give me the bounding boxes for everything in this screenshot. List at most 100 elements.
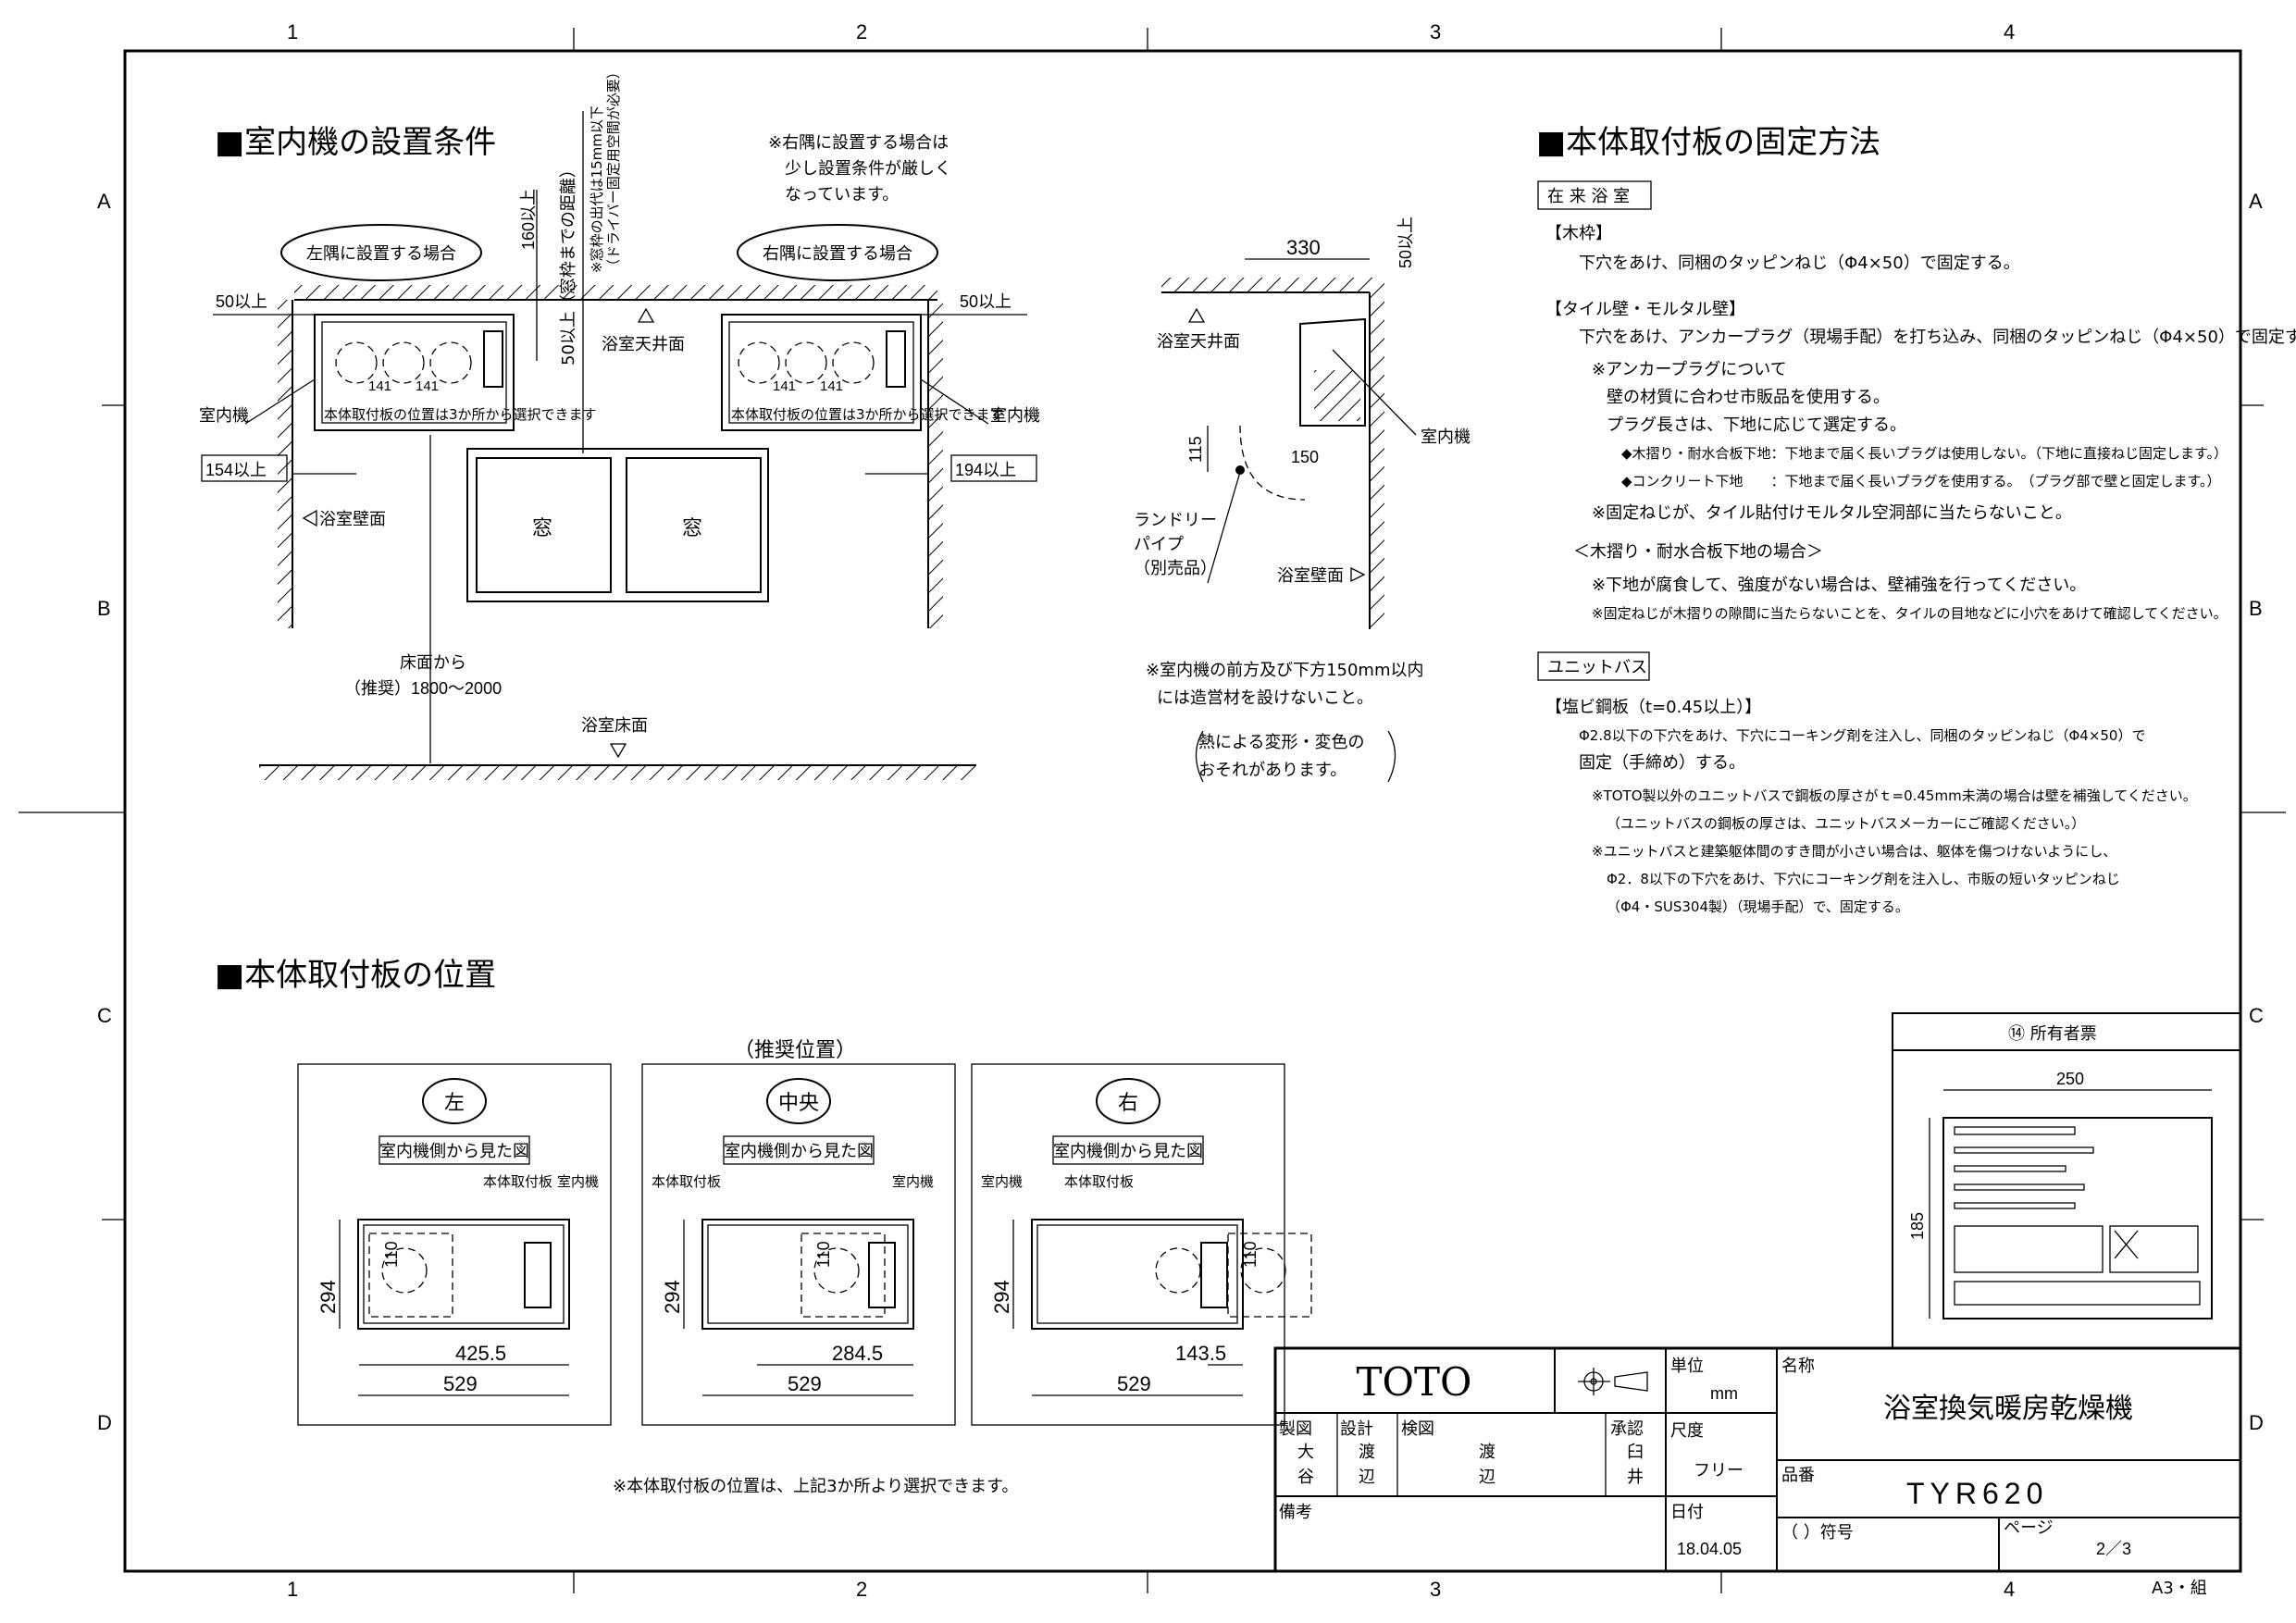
dim-offset: 143.5 <box>1175 1342 1226 1365</box>
fix-line: （Φ4・SUS304製）（現場手配）で、固定する。 <box>1607 898 1909 915</box>
owner-label-panel: ⑭ 所有者票 250 185 <box>1892 1012 2241 1349</box>
view-label: 室内機側から見た図 <box>1053 1142 1203 1161</box>
fix-line: 【塩ビ鋼板（t=0.45以上）】 <box>1545 698 1761 717</box>
dim: 250 <box>2056 1070 2084 1088</box>
panel-label-bubble <box>422 1078 487 1124</box>
fix-line: ※アンカープラグについて <box>1592 360 1787 379</box>
install-title: ■室内機の設置条件 <box>215 124 496 161</box>
brand-logo: TOTO <box>1357 1359 1472 1405</box>
side-unit <box>1299 317 1366 427</box>
side-ceiling-hatch <box>1161 278 1370 292</box>
col-label: 3 <box>1430 20 1441 43</box>
dim: 50以上（窓枠までの距離） <box>559 161 578 365</box>
install-note-line: 少し設置条件が厳しく <box>785 159 951 179</box>
dim-vertical: 110 <box>382 1241 401 1268</box>
plate-outline <box>800 1233 886 1318</box>
left-wall-hatch <box>278 300 292 628</box>
dim-width: 529 <box>443 1372 478 1395</box>
dim: 154以上 <box>205 461 267 479</box>
grid-ticks <box>19 28 2286 1593</box>
fix-line: 【タイル壁・モルタル壁】 <box>1545 300 1745 319</box>
panel-label: 右 <box>1118 1092 1138 1115</box>
fix-line: ※TOTO製以外のユニットバスで鋼板の厚さがｔ=0.45mm未満の場合は壁を補強… <box>1592 787 2197 804</box>
fix-line: ＜木摺り・耐水合板下地の場合＞ <box>1573 542 1823 562</box>
owner-title: ⑭ 所有者票 <box>2008 1024 2097 1044</box>
laundry-line: パイプ <box>1134 535 1184 554</box>
plate-callout: 本体取付板 <box>483 1173 552 1190</box>
dim-offset: 284.5 <box>832 1342 883 1365</box>
left-case-bubble <box>280 224 482 281</box>
check-name: 渡 <box>1479 1443 1496 1462</box>
sheet-border <box>123 49 2242 1573</box>
dim-height: 294 <box>316 1280 340 1314</box>
side-note-line: ※室内機の前方及び下方150mm以内 <box>1146 661 1424 680</box>
dim: 150 <box>1291 448 1319 466</box>
dim: 330 <box>1286 236 1321 259</box>
dim-vertical: 110 <box>814 1241 833 1268</box>
page-label: ページ <box>2004 1518 2054 1538</box>
dim: 50以上 <box>960 292 1011 311</box>
model-value: TYR620 <box>1906 1477 2048 1510</box>
side-wall-hatch <box>1370 278 1384 629</box>
fix-line: Φ2.8以下の下穴をあけ、下穴にコーキング剤を注入し、同梱のタッピンねじ（Φ4×… <box>1579 727 2145 744</box>
fix-line: ※固定ねじが木摺りの隙間に当たらないことを、タイルの目地などに小穴をあけて確認し… <box>1592 605 2228 622</box>
panel-frame <box>297 1063 612 1426</box>
floor-range: （推奨）1800～2000 <box>344 679 502 698</box>
position-footnote: ※本体取付板の位置は、上記3か所より選択できます。 <box>613 1477 1018 1496</box>
unit-callout: 室内機 <box>892 1173 934 1190</box>
fix-box1: 在 来 浴 室 <box>1547 187 1630 206</box>
left-indoor-unit <box>314 314 515 431</box>
install-front-view: ■室内機の設置条件 ※右隅に設置する場合は 少し設置条件が厳しく なっています。… <box>199 65 1040 780</box>
fix-line: ◆木摺り・耐水合板下地：下地まで届く長いプラグは使用しない。（下地に直接ねじ固定… <box>1621 445 2228 462</box>
paper-size: A3・組 <box>2152 1579 2207 1598</box>
window-frame <box>466 448 769 602</box>
fix-method: ■本体取付板の固定方法 在 来 浴 室 【木枠】 下穴をあけ、同梱のタッピンねじ… <box>1536 124 2296 915</box>
unit-label-right: 室内機 <box>990 406 1040 426</box>
panel-frame <box>641 1063 956 1426</box>
fix-title: ■本体取付板の固定方法 <box>1536 124 1880 161</box>
grid-labels: 1 2 3 4 1 2 3 4 A B C D A B C D <box>97 20 2264 1601</box>
panel-label: 中央 <box>778 1092 819 1115</box>
panel-label: 左 <box>444 1092 465 1115</box>
approve-name: 臼 <box>1627 1443 1644 1462</box>
row-label: A <box>2249 190 2263 213</box>
floor-from: 床面から <box>400 653 466 673</box>
ceiling-hatch <box>294 285 937 300</box>
symbol-label: （ ）符号 <box>1781 1523 1854 1542</box>
col-label: 4 <box>2004 1578 2015 1601</box>
fix-line: Φ2．8以下の下穴をあけ、下穴にコーキング剤を注入し、市販の短いタッピンねじ <box>1607 871 2120 887</box>
right-case-label: 右隅に設置する場合 <box>763 244 912 264</box>
row-label: D <box>2249 1411 2264 1434</box>
view-label: 室内機側から見た図 <box>379 1142 529 1161</box>
dim-vertical: 110 <box>1241 1241 1260 1268</box>
unit-callout: 室内機 <box>981 1173 1023 1190</box>
install-note-line: ※右隅に設置する場合は <box>768 133 949 153</box>
ceiling-label: 浴室天井面 <box>602 335 685 354</box>
dim-note: ※窓枠の出代は15mm以下 <box>589 105 605 273</box>
install-note-line: なっています。 <box>785 185 899 204</box>
design-name: 渡 <box>1359 1443 1375 1462</box>
model-label: 品番 <box>1781 1466 1815 1485</box>
scale-value: フリー <box>1694 1461 1744 1481</box>
floor-label: 浴室床面 <box>581 716 648 736</box>
dim: 160以上 <box>519 189 538 250</box>
fix-line: 下穴をあけ、同梱のタッピンねじ（Φ4×50）で固定する。 <box>1579 254 2020 273</box>
side-wall-label: 浴室壁面 <box>1277 566 1344 586</box>
design-name: 辺 <box>1359 1468 1375 1487</box>
third-angle-icon <box>1578 1368 1648 1395</box>
side-unit-label: 室内機 <box>1421 427 1471 447</box>
date-label: 日付 <box>1670 1503 1704 1522</box>
dim: 141 <box>820 378 843 394</box>
dim: 194以上 <box>955 461 1016 479</box>
recommended-label: （推奨位置） <box>734 1039 856 1062</box>
check-label: 検図 <box>1401 1419 1434 1439</box>
fix-line: プラグ長さは、下地に応じて選定する。 <box>1607 415 1906 435</box>
dim: 185 <box>1908 1212 1927 1240</box>
fix-line: 【木枠】 <box>1545 224 1612 243</box>
col-label: 1 <box>287 20 298 43</box>
side-ceiling-label: 浴室天井面 <box>1157 332 1240 352</box>
laundry-line: ランドリー <box>1134 511 1217 530</box>
title-block: TOTO 単位 mm 名称 浴室換気暖房乾燥機 製図 大 谷 設計 渡 辺 検図… <box>1273 1346 2242 1598</box>
